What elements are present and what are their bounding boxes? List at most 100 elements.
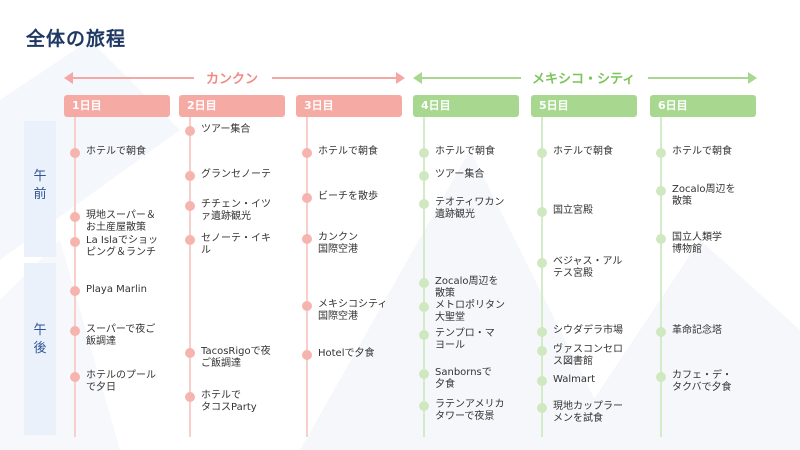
timeline-dot-icon xyxy=(185,348,195,358)
timeline-dot-icon xyxy=(302,350,312,360)
timeline-line-day-4 xyxy=(423,117,425,437)
timeline-dot-icon xyxy=(419,278,429,288)
timeline-dot-icon xyxy=(419,171,429,181)
event-label: ビーチを散歩 xyxy=(318,191,378,202)
event-label: ホテルで朝食 xyxy=(435,146,495,157)
timeline-dot-icon xyxy=(185,201,195,211)
event-label: ホテルで タコスParty xyxy=(201,390,257,413)
region-label-mexicocity: メキシコ・シティ xyxy=(532,72,636,87)
timeline-dot-icon xyxy=(70,286,80,296)
timeline-dot-icon xyxy=(419,330,429,340)
itinerary-event: Hotelで夕食 xyxy=(302,348,375,360)
timeline-dot-icon xyxy=(537,376,547,386)
itinerary-event: グランセノーテ xyxy=(185,169,271,181)
itinerary-event: チチェン・イツ ァ遺跡観光 xyxy=(185,199,271,223)
itinerary-event: 現地スーパー＆ お土産屋散策 xyxy=(70,210,156,234)
timeline-dot-icon xyxy=(419,199,429,209)
day-header-2: 2日目 xyxy=(179,95,285,117)
timeline-dot-icon xyxy=(302,148,312,158)
itinerary-event: ツアー集合 xyxy=(419,169,484,181)
arrow-left-head-mexicocity xyxy=(413,72,422,84)
timeline-line-day-6 xyxy=(660,117,662,437)
event-label: チチェン・イツ ァ遺跡観光 xyxy=(201,199,271,222)
event-label: ベジャス・アル テス宮殿 xyxy=(553,256,623,279)
event-label: ツアー集合 xyxy=(201,124,251,135)
timeline-dot-icon xyxy=(537,148,547,158)
region-label-cancun: カンクン xyxy=(206,72,259,87)
itinerary-event: カンクン 国際空港 xyxy=(302,232,358,256)
event-label: 現地カップラー メンを試食 xyxy=(553,401,623,424)
event-label: カフェ・デ・ タクバで夕食 xyxy=(672,370,732,393)
itinerary-event: メトロポリタン 大聖堂 xyxy=(419,300,505,324)
timeline-dot-icon xyxy=(656,148,666,158)
timeline-dot-icon xyxy=(70,212,80,222)
timeline-dot-icon xyxy=(419,148,429,158)
itinerary-event: ホテルで朝食 xyxy=(419,146,495,158)
timeline-dot-icon xyxy=(70,237,80,247)
timeline-dot-icon xyxy=(185,235,195,245)
itinerary-event: シウダデラ市場 xyxy=(537,325,623,337)
itinerary-event: ホテルで朝食 xyxy=(70,146,146,158)
itinerary-event: Playa Marlin xyxy=(70,284,147,296)
event-label: La Islaでショッ ピング＆ランチ xyxy=(86,235,158,258)
itinerary-event: 革命記念塔 xyxy=(656,325,722,337)
day-header-4: 4日目 xyxy=(413,95,519,117)
timeline-dot-icon xyxy=(656,234,666,244)
itinerary-event: セノーテ・イキ ル xyxy=(185,233,271,257)
timeline-dot-icon xyxy=(419,302,429,312)
itinerary-event: 現地カップラー メンを試食 xyxy=(537,401,623,425)
timeline-dot-icon xyxy=(656,186,666,196)
event-label: スーパーで夜ご 飯調達 xyxy=(86,324,156,347)
timeline-dot-icon xyxy=(537,258,547,268)
event-label: メトロポリタン 大聖堂 xyxy=(435,300,505,323)
timeline-dot-icon xyxy=(302,193,312,203)
event-label: 現地スーパー＆ お土産屋散策 xyxy=(86,210,156,233)
timeline-dot-icon xyxy=(419,369,429,379)
event-label: 革命記念塔 xyxy=(672,325,722,336)
event-label: ツアー集合 xyxy=(435,169,485,180)
event-label: メキシコシティ 国際空港 xyxy=(318,299,388,322)
itinerary-event: テオティワカン 遺跡観光 xyxy=(419,197,504,221)
timeline-line-day-3 xyxy=(306,117,308,437)
event-label: セノーテ・イキ ル xyxy=(201,233,271,256)
itinerary-event: ビーチを散歩 xyxy=(302,191,378,203)
event-label: ホテルで朝食 xyxy=(553,146,613,157)
event-label: Walmart xyxy=(553,374,596,385)
itinerary-event: ホテルで朝食 xyxy=(302,146,378,158)
event-label: Zocalo周辺を 散策 xyxy=(672,184,736,207)
itinerary-event: La Islaでショッ ピング＆ランチ xyxy=(70,235,158,259)
timeline-dot-icon xyxy=(656,327,666,337)
timeline-line-day-1 xyxy=(74,117,76,437)
timeline-dot-icon xyxy=(302,234,312,244)
arrow-line-cancun-right xyxy=(272,77,396,79)
timeline-dot-icon xyxy=(185,171,195,181)
page-title: 全体の旅程 xyxy=(26,28,127,50)
arrow-line-cancun-left xyxy=(72,77,194,79)
timeline-dot-icon xyxy=(70,326,80,336)
itinerary-event: スーパーで夜ご 飯調達 xyxy=(70,324,155,348)
timeline-line-day-5 xyxy=(541,117,543,437)
event-label: ヴァスコンセロ ス図書館 xyxy=(553,344,623,367)
timeline-dot-icon xyxy=(537,346,547,356)
itinerary-event: Walmart xyxy=(537,374,595,386)
day-header-3: 3日目 xyxy=(296,95,402,117)
arrow-right-head-mexicocity xyxy=(748,72,757,84)
timeline-dot-icon xyxy=(185,126,195,136)
itinerary-event: Zocalo周辺を 散策 xyxy=(656,184,736,208)
event-label: ラテンアメリカ タワーで夜景 xyxy=(435,399,505,422)
event-label: Playa Marlin xyxy=(86,284,147,295)
itinerary-event: Sanbornsで 夕食 xyxy=(419,367,492,391)
event-label: ホテルで朝食 xyxy=(318,146,378,157)
itinerary-event: ホテルで朝食 xyxy=(537,146,613,158)
timeline-dot-icon xyxy=(537,327,547,337)
event-label: Hotelで夕食 xyxy=(318,348,375,359)
itinerary-event: TacosRigoで夜 ご飯調達 xyxy=(185,346,271,370)
itinerary-event: カフェ・デ・ タクバで夕食 xyxy=(656,370,732,394)
event-label: Zocalo周辺を 散策 xyxy=(435,276,499,299)
day-header-5: 5日目 xyxy=(531,95,637,117)
event-label: ホテルで朝食 xyxy=(86,146,146,157)
itinerary-event: ホテルのプール で夕日 xyxy=(70,370,156,394)
event-label: Sanbornsで 夕食 xyxy=(435,367,492,390)
itinerary-event: 国立宮殿 xyxy=(537,205,593,217)
timeline-dot-icon xyxy=(537,207,547,217)
